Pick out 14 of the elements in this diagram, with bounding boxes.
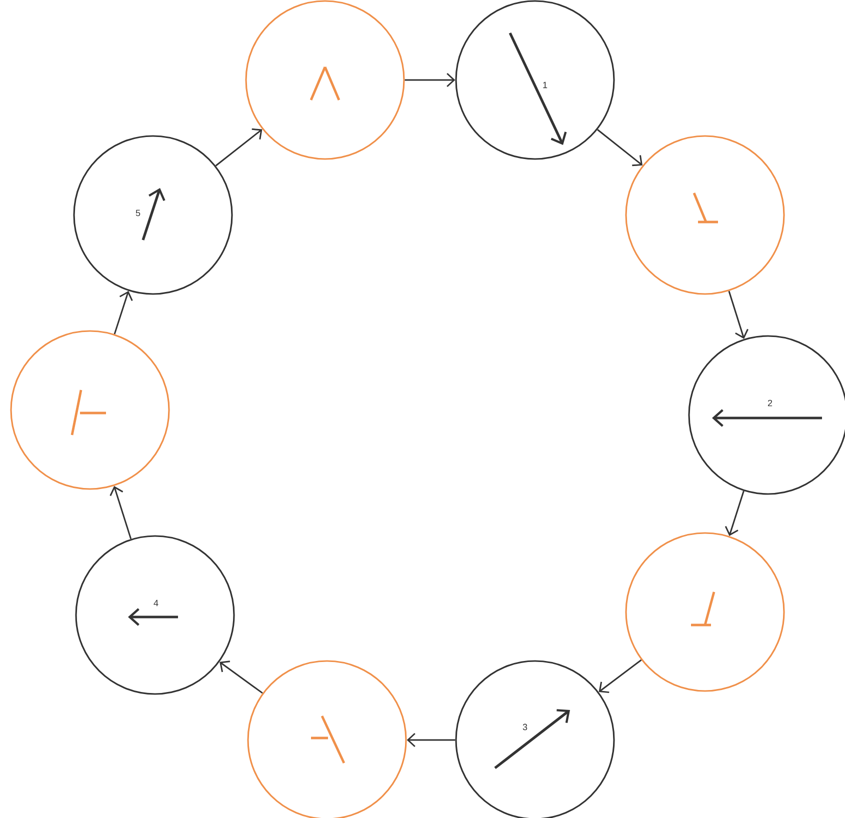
arrow bbox=[220, 660, 263, 694]
arrow bbox=[406, 732, 456, 748]
arrow bbox=[724, 490, 744, 536]
empty-circle bbox=[245, 0, 405, 160]
empty-circle bbox=[625, 135, 785, 295]
arrow bbox=[215, 128, 262, 166]
arrow bbox=[110, 486, 132, 540]
empty-circle bbox=[10, 330, 170, 490]
empty-circle bbox=[625, 532, 785, 692]
arrow bbox=[114, 290, 133, 334]
arrow bbox=[404, 72, 456, 88]
arrow bbox=[728, 290, 748, 339]
arrow bbox=[598, 659, 642, 694]
arrow bbox=[597, 129, 643, 166]
